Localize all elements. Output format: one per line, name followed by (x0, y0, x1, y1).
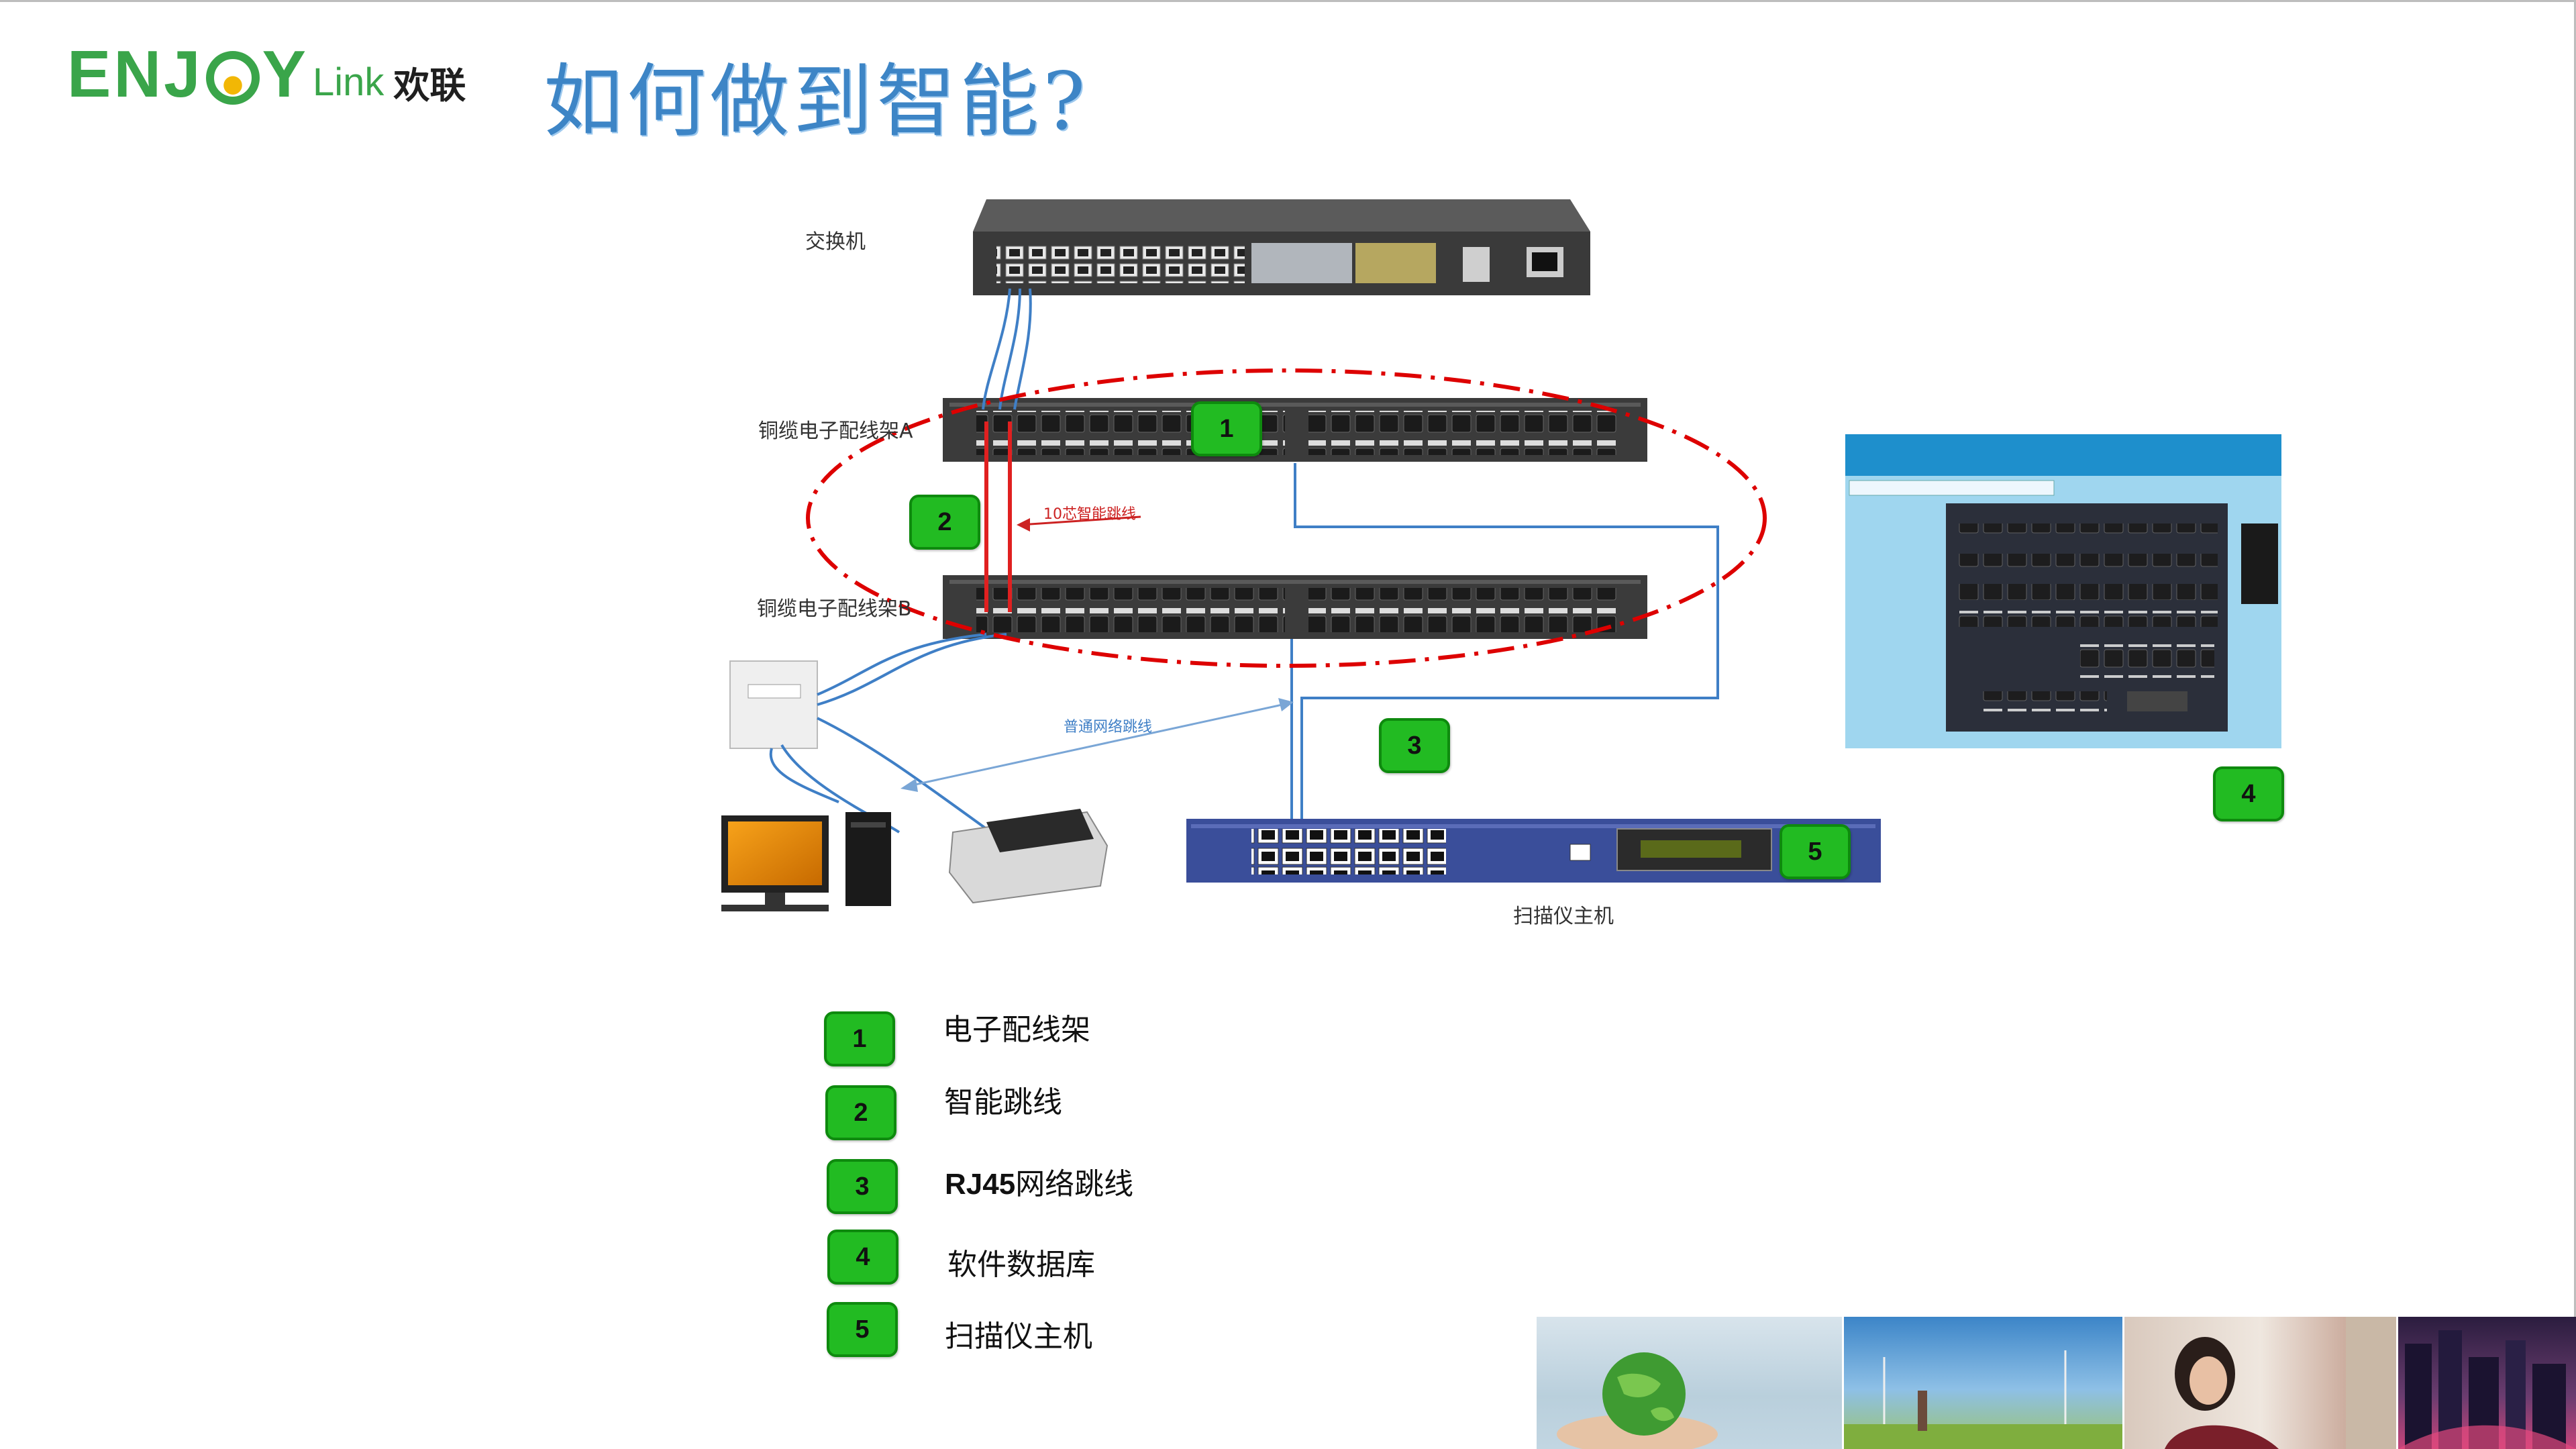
legend-text-2: 智能跳线 (944, 1085, 1062, 1119)
legend-text-4: 软件数据库 (947, 1248, 1095, 1282)
printer-icon (948, 809, 1109, 904)
photo-woman-shelf (2124, 1317, 2396, 1449)
legend-text-3-bold: RJ45 (945, 1168, 1016, 1201)
photo-city-night (2398, 1317, 2576, 1449)
legend-text-3-rest: 网络跳线 (1015, 1167, 1134, 1201)
scanner-host-label: 扫描仪主机 (1513, 905, 1614, 928)
right-border-line (2574, 0, 2576, 1449)
legend-text-3: RJ45网络跳线 (945, 1160, 1133, 1203)
legend-badge-3: 3 (827, 1159, 898, 1214)
photo-wind-turbines (1844, 1317, 2122, 1449)
legend-badge-4: 4 (827, 1230, 898, 1285)
switch-device (973, 199, 1590, 295)
legend-text-5: 扫描仪主机 (945, 1319, 1092, 1354)
badge-1-panel: 1 (1191, 401, 1262, 456)
legend-badge-2: 2 (825, 1085, 896, 1140)
normal-cord-label: 普通网络跳线 (1064, 719, 1153, 736)
logo-text-en-right: Y (262, 36, 309, 111)
page-title: 如何做到智能? (544, 55, 1090, 148)
logo-text-link: Link (313, 60, 384, 104)
photo-earth-hands (1537, 1317, 1842, 1449)
badge-2-smart-cord: 2 (909, 495, 980, 550)
wall-outlet (729, 660, 818, 749)
enjoylink-logo: ENJ Y Link 欢联 (67, 37, 466, 111)
legend-text-1: 电子配线架 (943, 1013, 1090, 1047)
top-border-line (0, 0, 2576, 2)
badge-5-scanner: 5 (1780, 824, 1851, 879)
logo-text-en-left: ENJ (67, 36, 203, 111)
smart-zone-ellipse (806, 368, 1767, 668)
legend-badge-1: 1 (824, 1011, 895, 1066)
badge-3-rj45: 3 (1379, 718, 1450, 773)
panel-a-label: 铜缆电子配线架A (758, 419, 913, 443)
patch-panel-b (943, 575, 1647, 639)
patch-panel-a (943, 398, 1647, 462)
computer-icon (721, 812, 891, 911)
panel-b-label: 铜缆电子配线架B (757, 597, 912, 621)
logo-text-cn: 欢联 (393, 63, 466, 107)
badge-4-software: 4 (2213, 766, 2284, 821)
switch-label: 交换机 (805, 230, 866, 254)
scanner-host-device (1186, 819, 1881, 883)
legend-badge-5: 5 (827, 1302, 898, 1357)
software-screenshot (1845, 434, 2281, 748)
smart-cord-label: 10芯智能跳线 (1043, 506, 1136, 523)
